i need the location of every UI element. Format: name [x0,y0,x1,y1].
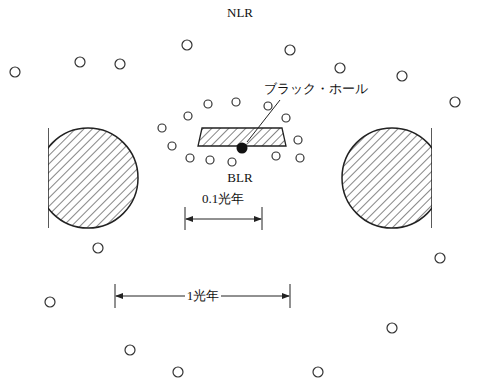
dimension-line [185,207,262,230]
dimension-label: 0.1光年 [200,192,246,207]
torus-section [342,128,432,228]
dimension-line [115,284,290,308]
part-label: ブラック・ホール [262,82,370,97]
black-hole [237,143,248,154]
leader-line [247,100,280,142]
dimension-label: 1光年 [185,289,222,304]
gas-clouds [10,40,460,377]
torus-section [48,128,138,228]
region-label: BLR [225,171,254,186]
region-label: NLR [225,6,255,21]
